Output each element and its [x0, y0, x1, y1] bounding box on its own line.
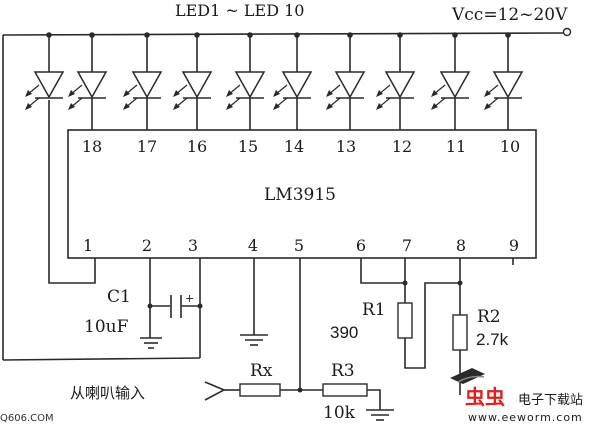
led-icon [68, 32, 108, 130]
watermark-brand: 虫虫 [465, 385, 505, 409]
junction [457, 280, 463, 286]
top-pin-labels: 18 17 16 15 14 13 12 11 10 [82, 137, 520, 156]
r2-name: R2 [477, 307, 501, 327]
pin-label: 15 [238, 137, 258, 156]
c1-value: 10uF [84, 317, 129, 337]
watermark-text: 电子下载站 [518, 393, 583, 408]
pin-label: 8 [456, 236, 466, 255]
pin-label: 16 [187, 137, 207, 156]
led-icon [273, 32, 313, 130]
vcc-terminal [562, 27, 572, 37]
pin-label: 3 [188, 236, 198, 255]
graduation-cap-icon [450, 368, 485, 384]
ic-body [67, 129, 537, 259]
c1-plus-sign: + [185, 292, 194, 305]
led-icon [123, 32, 163, 130]
r1-value: 390 [330, 323, 358, 342]
r2-value: 2.7k [476, 330, 509, 349]
led-icon [431, 32, 471, 130]
led-range-label: LED1 ~ LED 10 [175, 1, 304, 20]
watermark-logo: 虫虫 电子下载站 www.eeworm.com [450, 368, 583, 424]
ground-icon [366, 409, 394, 421]
r3-resistor [322, 383, 368, 397]
pin-label: 14 [284, 137, 304, 156]
vcc-label: Vcc=12~20V [451, 5, 568, 25]
pin-label: 6 [356, 236, 366, 255]
watermark-url: www.eeworm.com [468, 411, 583, 424]
r2-resistor [452, 314, 468, 351]
led-icon [25, 32, 65, 110]
led-icon [376, 32, 416, 130]
led-icon [484, 32, 524, 130]
c1-name: C1 [107, 287, 131, 307]
r3-name: R3 [331, 361, 355, 381]
pin-label: 1 [83, 236, 93, 255]
pin-label: 4 [248, 236, 258, 255]
pin-label: 18 [82, 137, 102, 156]
input-label: 从喇叭输入 [70, 384, 145, 402]
pin1-wire [48, 100, 96, 284]
r1-resistor [397, 302, 413, 339]
pin-label: 11 [446, 137, 466, 156]
rx-resistor [239, 383, 281, 397]
pin-label: 2 [142, 236, 152, 255]
r1-name: R1 [362, 300, 386, 320]
led-array [25, 32, 524, 130]
ic-name: LM3915 [264, 185, 336, 205]
junction [402, 280, 408, 286]
ground-icon [240, 334, 268, 346]
pin-label: 13 [336, 137, 356, 156]
bottom-pin-labels: 1 2 3 4 5 6 7 8 9 [83, 236, 519, 255]
bottom-left-wire [2, 357, 201, 361]
pin-label: 17 [137, 137, 157, 156]
pin-label: 5 [294, 236, 304, 255]
ground-icon [140, 337, 162, 349]
pin-label: 7 [402, 236, 412, 255]
led-icon [173, 32, 213, 130]
pin-label: 10 [500, 137, 520, 156]
led-icon [326, 32, 366, 130]
r3-value: 10k [323, 403, 356, 423]
r1-lead [404, 282, 460, 369]
rx-name: Rx [250, 361, 273, 381]
vcc-rail [2, 32, 566, 36]
pin6-wire [360, 258, 405, 284]
watermark-left: Q606.COM [0, 413, 54, 424]
pin-label: 9 [509, 236, 519, 255]
pin-label: 12 [392, 137, 412, 156]
r3-lead [367, 389, 381, 410]
input-jack-icon [204, 381, 226, 401]
led-icon [226, 32, 266, 130]
